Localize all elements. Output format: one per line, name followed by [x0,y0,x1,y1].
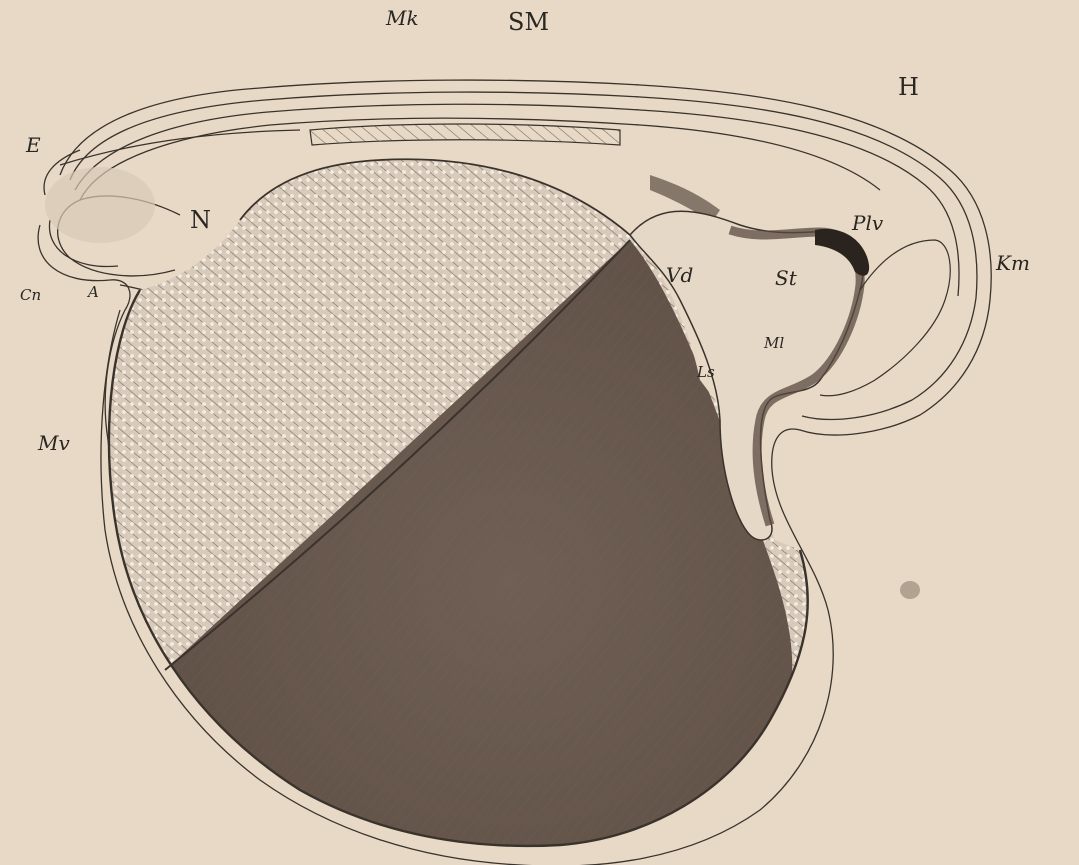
label-vd: Vd [666,265,693,285]
speck [900,581,920,599]
label-ls: Ls [697,365,715,380]
label-plv: Plv [852,213,883,233]
label-ml: Ml [764,336,784,351]
label-n: N [190,208,211,232]
label-a: A [88,285,99,300]
label-h: H [898,75,919,99]
label-km: Km [996,253,1030,273]
label-mv: Mv [38,433,70,453]
label-st: St [775,268,797,288]
anterior-blob [45,167,155,243]
label-cn: Cn [20,288,41,303]
label-e: E [26,135,41,155]
label-mk: Mk [386,8,419,28]
label-sm: SM [508,10,549,34]
